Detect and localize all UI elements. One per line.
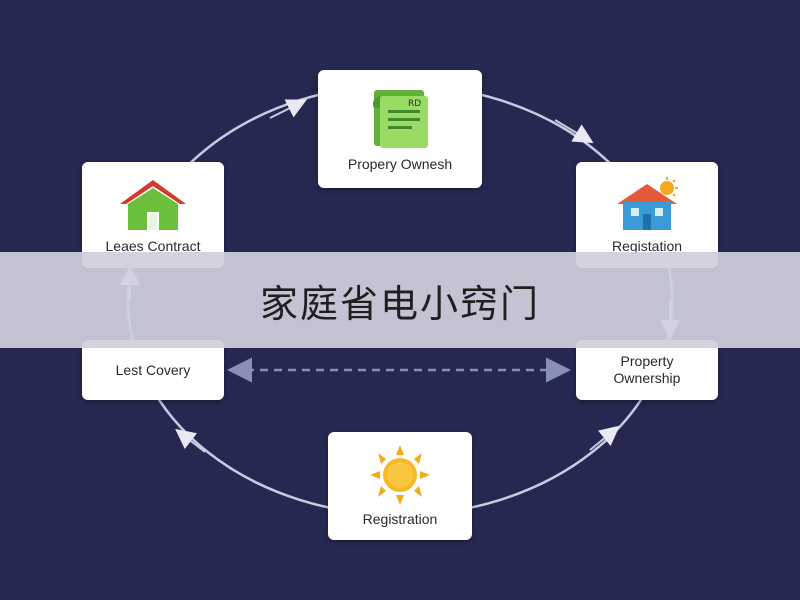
document-icon: RD (372, 89, 428, 148)
arrow-bottom-right (589, 425, 620, 451)
title-banner: 家庭省电小窍门 (0, 252, 800, 348)
node-label-top: Propery Ownesh (347, 155, 453, 172)
node-card-right-lower: Property Ownership (576, 340, 718, 400)
arrow-top-right (554, 119, 594, 144)
sun-icon (370, 444, 430, 505)
arrow-bottom-left (175, 428, 206, 453)
node-label-left-upper: Leaes Contract (105, 237, 201, 254)
house-sun-icon (617, 176, 678, 230)
node-label-left-lower: Lest Covery (115, 361, 191, 378)
node-card-left-lower: Lest Covery (82, 340, 224, 400)
node-label-right-lower: Property Ownership (613, 353, 681, 386)
banner-title: 家庭省电小窍门 (259, 281, 540, 326)
arrow-top-left (269, 99, 307, 119)
node-card-right-upper: Registation (576, 162, 718, 268)
node-label-right-upper: Registation (611, 237, 683, 254)
svg-text:RD: RD (408, 99, 421, 109)
node-card-left-upper: Leaes Contract (82, 162, 224, 268)
node-card-top: RD Propery Ownesh (318, 70, 482, 188)
node-label-bottom: Registration (362, 510, 438, 527)
node-card-bottom: Registration (328, 432, 472, 540)
house-icon (120, 179, 186, 230)
